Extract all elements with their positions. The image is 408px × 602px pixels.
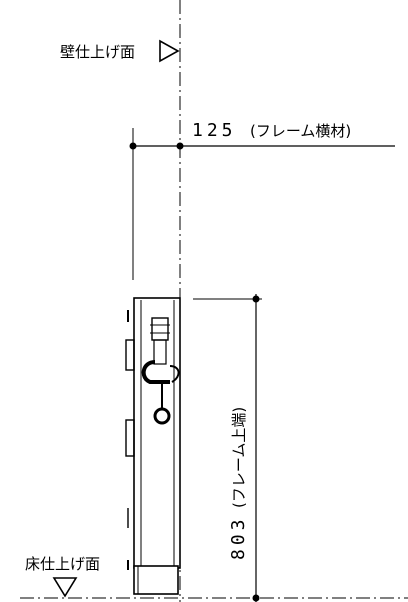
wall-finish-label: 壁仕上げ面 <box>60 43 135 61</box>
floor-finish-marker-icon <box>52 577 78 598</box>
dim-803-note: (フレーム上端) <box>230 407 248 508</box>
dim-803-dot-top <box>252 295 260 303</box>
frame-unit <box>125 297 181 595</box>
dim-125-value: 125 <box>192 120 237 141</box>
pipe-fitting <box>141 317 180 425</box>
dim-125-note: (フレーム横材) <box>250 122 351 140</box>
wall-finish-marker-icon <box>159 39 180 63</box>
dim-803-value: 803 <box>228 515 249 560</box>
dim-125-dot-right <box>176 142 184 150</box>
floor-finish-label: 床仕上げ面 <box>25 555 100 573</box>
dim-803-dot-bottom <box>252 594 260 602</box>
